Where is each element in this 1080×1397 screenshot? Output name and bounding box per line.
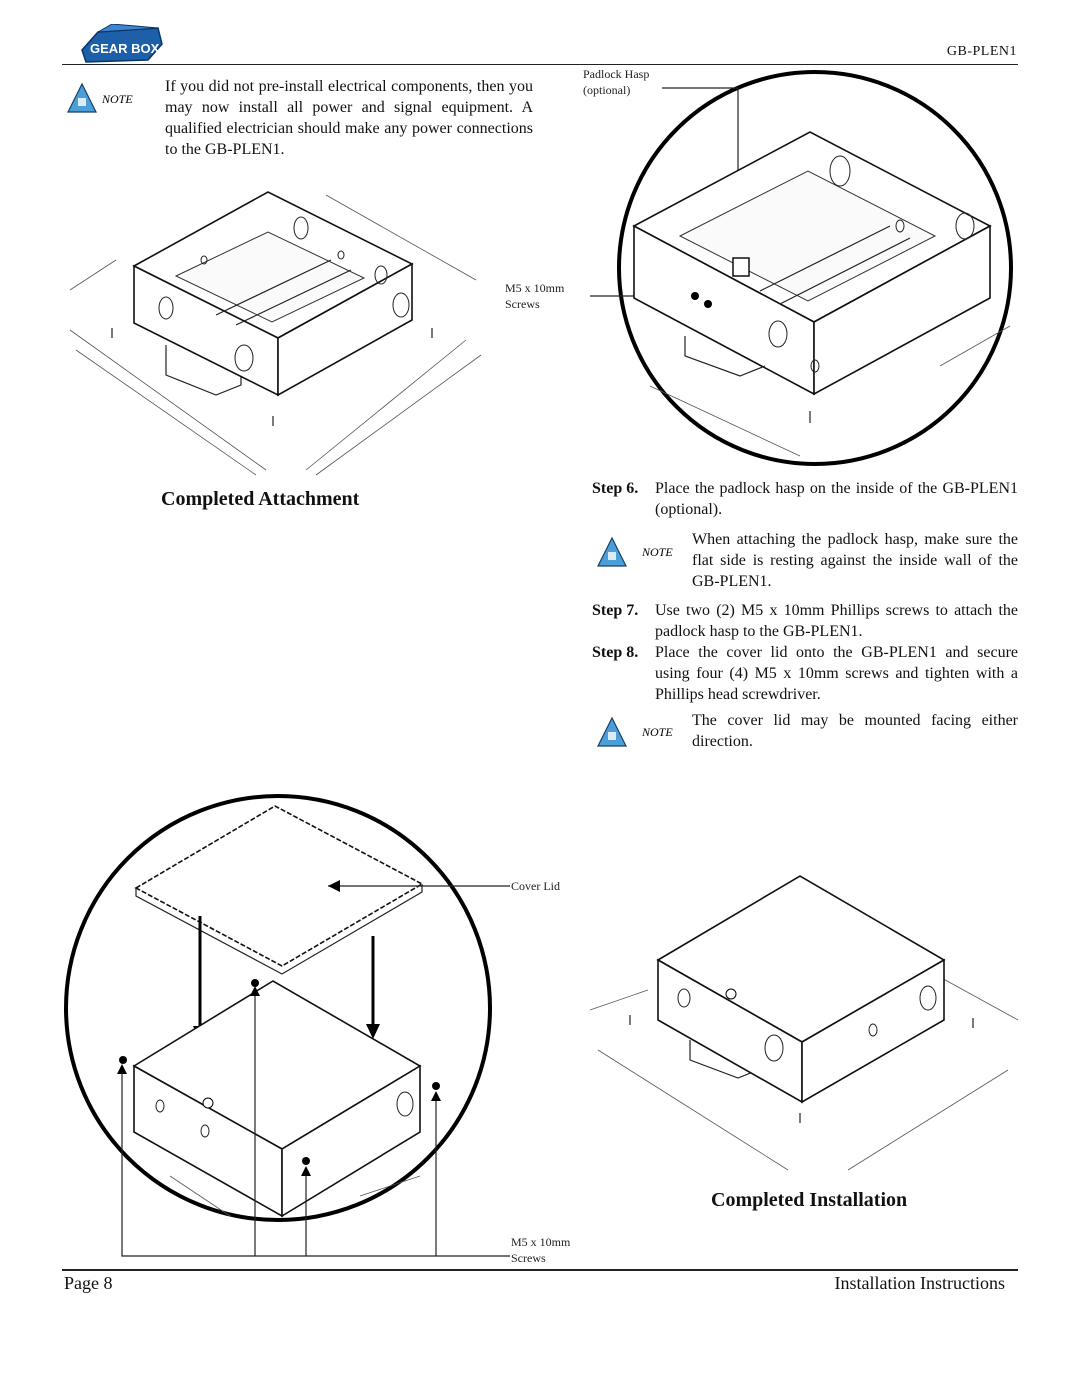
figure-completed-attachment <box>66 180 486 480</box>
note-icon-hasp: NOTE <box>596 536 688 573</box>
label-padlock-hasp: Padlock Hasp (optional) <box>583 66 649 98</box>
note-label-hasp: NOTE <box>641 545 673 559</box>
note-icon-cover: NOTE <box>596 716 688 753</box>
figure-completed-installation <box>588 870 1020 1190</box>
step-7: Step 7. Use two (2) M5 x 10mm Phillips s… <box>592 600 1018 642</box>
hasp-label-line1: Padlock Hasp <box>583 67 650 81</box>
label-cover-lid: Cover Lid <box>511 879 560 893</box>
gearbox-logo: GEAR BOX <box>78 23 164 66</box>
caption-completed-attachment: Completed Attachment <box>161 488 360 510</box>
figure-cover-lid-detail <box>60 776 580 1266</box>
logo-text: GEAR BOX <box>90 41 160 56</box>
footer-title: Installation Instructions <box>834 1273 1005 1293</box>
hasp-note-text: When attaching the padlock hasp, make su… <box>692 531 1018 590</box>
page-number: Page 8 <box>64 1273 113 1293</box>
model-number: GB-PLEN1 <box>946 44 1017 59</box>
step-8: Step 8. Place the cover lid onto the GB-… <box>592 642 1018 705</box>
step-6-label: Step 6. <box>592 480 639 497</box>
step-7-label: Step 7. <box>592 602 639 619</box>
hasp-label-line2: (optional) <box>583 83 631 97</box>
caption-completed-installation: Completed Installation <box>711 1189 908 1211</box>
figure-padlock-hasp-detail <box>590 66 1030 470</box>
cover-note-text: The cover lid may be mounted facing eith… <box>692 712 1018 750</box>
label-m5-screws-top: M5 x 10mm Screws <box>505 280 564 312</box>
note-label: NOTE <box>101 92 133 106</box>
note-label-cover: NOTE <box>641 725 673 739</box>
intro-note-text: If you did not pre-install electrical co… <box>165 78 533 158</box>
header-rule <box>62 64 1018 65</box>
step-6: Step 6. Place the padlock hasp on the in… <box>592 478 1018 520</box>
label-m5-screws-bottom: M5 x 10mm Screws <box>511 1234 570 1266</box>
step-8-label: Step 8. <box>592 644 639 661</box>
note-icon: NOTE <box>66 82 158 119</box>
bottom-screws-line1: M5 x 10mm <box>511 1235 571 1249</box>
screws-label-line1: M5 x 10mm <box>505 281 565 295</box>
step-7-text: Use two (2) M5 x 10mm Phillips screws to… <box>655 602 1018 640</box>
footer-rule <box>62 1269 1018 1271</box>
step-6-text: Place the padlock hasp on the inside of … <box>655 480 1018 518</box>
bottom-screws-line2: Screws <box>511 1251 546 1265</box>
step-8-text: Place the cover lid onto the GB-PLEN1 an… <box>655 644 1018 703</box>
screws-label-line2: Screws <box>505 297 540 311</box>
